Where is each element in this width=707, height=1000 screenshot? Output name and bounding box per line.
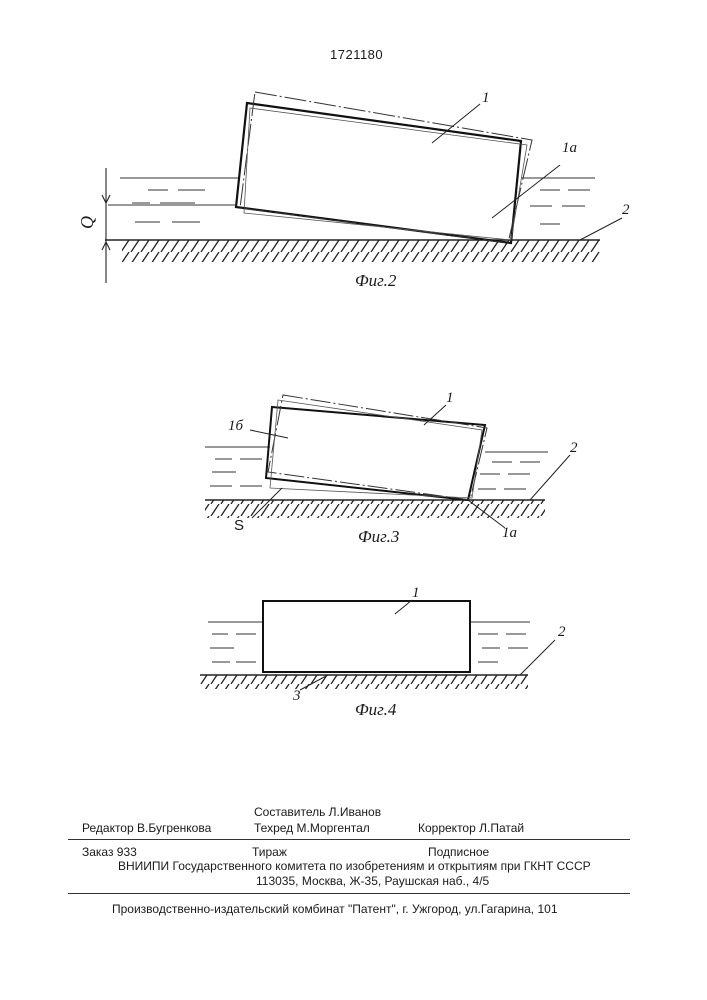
fig2-ground-hatching (122, 240, 600, 262)
fig2-water (108, 178, 595, 224)
imprint-subscription: Подписное (428, 845, 489, 859)
fig3-label-block-alt: 1a (502, 525, 517, 542)
imprint-compiler: Составитель Л.Иванов (254, 805, 381, 819)
imprint-printer: Производственно-издательский комбинат "П… (112, 902, 558, 916)
fig2-caption: Фиг.2 (355, 271, 396, 291)
fig3-block-tilted-outline (268, 395, 487, 500)
fig3-label-block-b: 1б (228, 418, 243, 435)
fig2-block-tilted-outline (240, 92, 532, 243)
imprint-divider-1 (68, 839, 630, 840)
imprint-corrector: Корректор Л.Патай (418, 821, 524, 835)
fig3-water (205, 447, 548, 489)
fig2-draft-dimension (102, 168, 110, 283)
fig2-leaders (432, 104, 622, 240)
imprint-divider-2 (68, 893, 630, 894)
figure-2 (102, 92, 622, 283)
imprint-techred: Техред М.Моргентал (254, 821, 370, 835)
fig3-block (266, 407, 485, 500)
imprint-org-line2: 113035, Москва, Ж-35, Раушская наб., 4/5 (256, 874, 489, 888)
fig4-label-base: 3 (293, 688, 301, 705)
fig4-block (263, 601, 470, 672)
fig4-label-ground: 2 (558, 624, 566, 641)
figure-3 (205, 395, 570, 528)
imprint-org-line1: ВНИИПИ Государственного комитета по изоб… (118, 859, 591, 873)
imprint-circulation: Тираж (252, 845, 287, 859)
imprint-order: Заказ 933 (82, 845, 137, 859)
fig4-label-block: 1 (412, 585, 420, 602)
fig3-block-inner-outline (270, 400, 482, 498)
fig2-label-ground: 2 (622, 202, 630, 219)
fig2-label-draft: Q (77, 216, 98, 229)
fig3-caption: Фиг.3 (358, 527, 399, 547)
fig3-ground-hatching (205, 500, 545, 518)
fig3-label-s: S (234, 517, 244, 534)
fig2-block (236, 103, 521, 243)
fig2-label-block-alt: 1a (562, 140, 577, 157)
fig4-caption: Фиг.4 (355, 700, 396, 720)
fig3-label-ground: 2 (570, 440, 578, 457)
fig3-label-block: 1 (446, 390, 454, 407)
fig2-block-inner-outline (244, 108, 527, 240)
fig2-label-block: 1 (482, 90, 490, 107)
figure-4 (200, 600, 555, 690)
imprint-editor: Редактор В.Бугренкова (82, 821, 211, 835)
fig4-ground-hatching (200, 675, 528, 689)
